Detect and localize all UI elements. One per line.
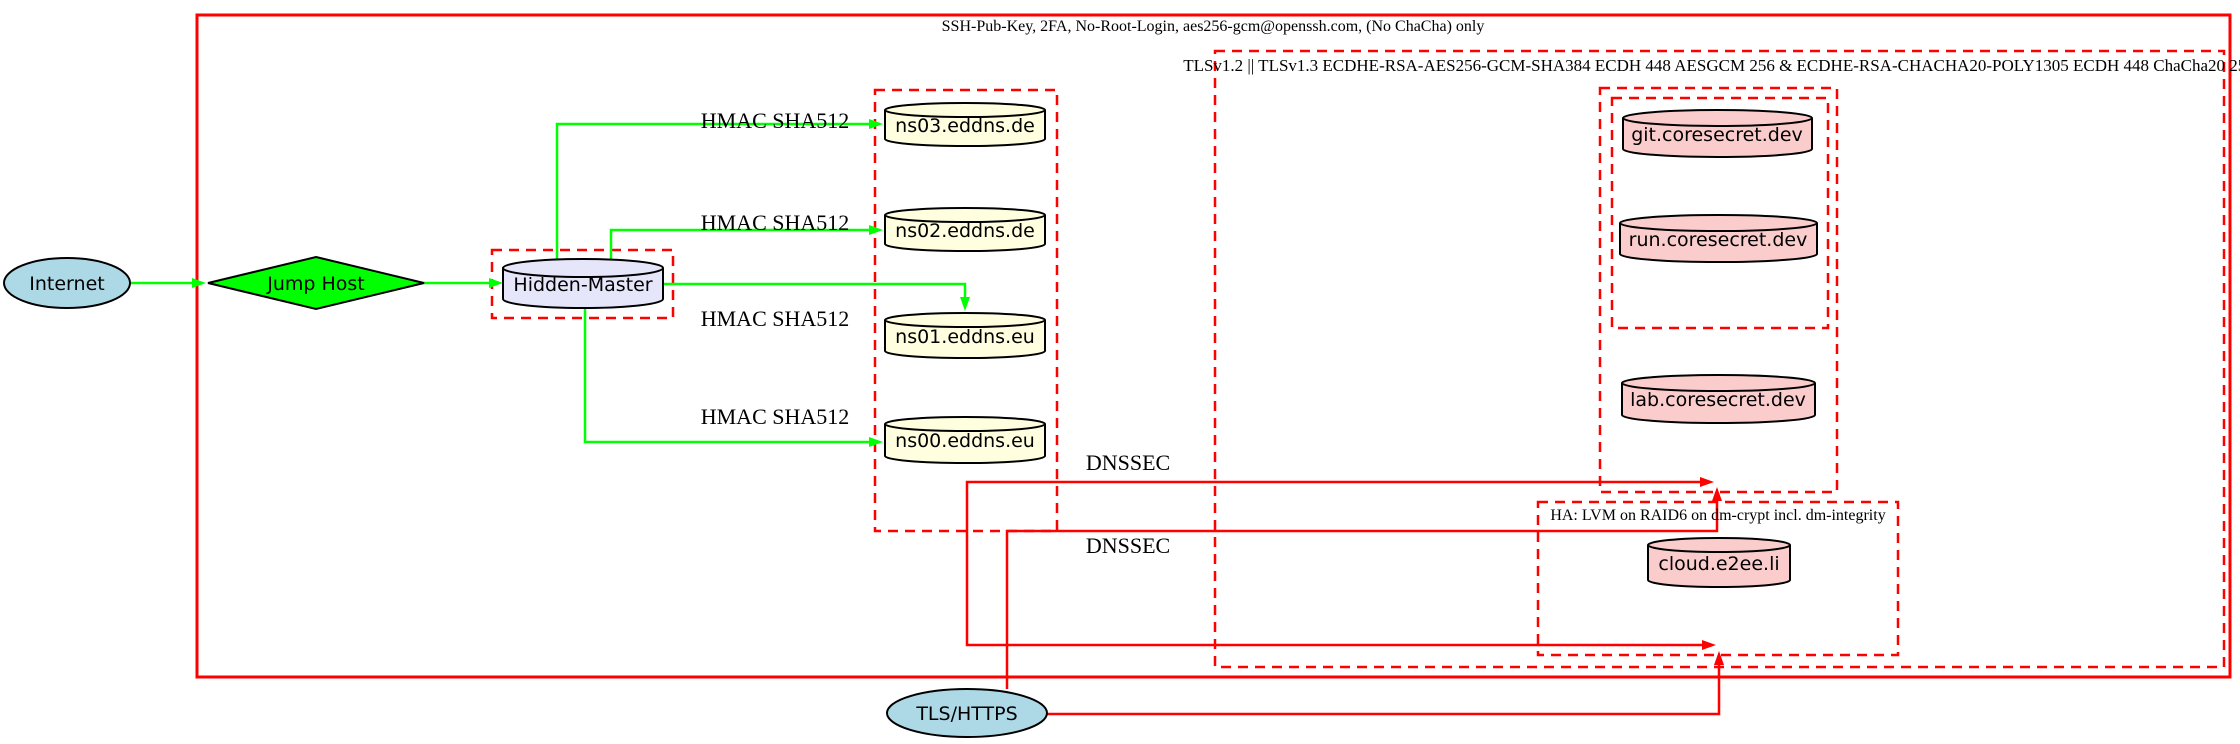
hidden-master-node-shape	[502, 258, 664, 309]
ns02-cylinder-rim	[884, 214, 1046, 223]
jump-host-node-shape	[207, 255, 425, 311]
internet-node-label: Internet	[29, 273, 105, 295]
ns00-cylinder-rim	[884, 423, 1046, 432]
ha-cluster-label: HA: LVM on RAID6 on dm-crypt incl. dm-in…	[1550, 507, 1886, 524]
git-cylinder-rim	[1622, 117, 1813, 127]
ns01-cylinder-rim	[884, 319, 1046, 328]
arrowhead-right-icon	[1702, 640, 1716, 650]
hidden-master-cylinder-rim	[502, 267, 664, 278]
ssh-cluster-box	[195, 13, 2232, 679]
edge-line	[583, 308, 869, 444]
internet-node-shape	[3, 257, 131, 309]
hidden-master-node-label: Hidden-Master	[513, 274, 653, 296]
run-node-label: run.coresecret.dev	[1628, 229, 1808, 251]
edge-line	[1045, 665, 1721, 716]
hmac-edge-label-ns00: HMAC SHA512	[700, 404, 850, 429]
run-cylinder-rim	[1619, 222, 1818, 232]
arrowhead-right-icon	[869, 225, 883, 235]
run-node-shape	[1619, 214, 1818, 263]
edge-line	[965, 480, 1700, 531]
arrowhead-right-icon	[489, 278, 503, 288]
tls-cluster-label: TLSv1.2 || TLSv1.3 ECDHE-RSA-AES256-GCM-…	[1183, 56, 2240, 75]
webserver-cluster-box	[1598, 86, 1839, 494]
edge-tlshttps-to-webservers	[1005, 487, 1722, 689]
gitrun-cluster-box	[1610, 96, 1830, 330]
dnssec-edge-label-cloud: DNSSEC	[1085, 533, 1171, 558]
arrowhead-right-icon	[869, 119, 883, 129]
edge-tlshttps-to-cloud	[1045, 651, 1724, 716]
arrowhead-up-icon	[1714, 651, 1724, 665]
ns01-node-label: ns01.eddns.eu	[895, 326, 1035, 348]
cloud-cylinder-rim	[1647, 544, 1791, 553]
edge-line	[965, 531, 1702, 647]
edge-internet-to-jumphost	[130, 278, 206, 288]
hmac-edge-label-ns02: HMAC SHA512	[700, 210, 850, 235]
jump-host-node-label: Jump Host	[267, 273, 365, 295]
tls-https-node-shape	[886, 688, 1048, 738]
edge-line	[1005, 501, 1719, 689]
edge-hiddenmaster-to-ns03	[555, 119, 883, 259]
ns02-node-label: ns02.eddns.de	[895, 220, 1035, 242]
edge-line	[663, 282, 967, 297]
arrowhead-right-icon	[1700, 477, 1714, 487]
tls-https-node-label: TLS/HTTPS	[916, 703, 1018, 725]
dnssec-edge-label-webservers: DNSSEC	[1085, 450, 1171, 475]
lab-node-shape	[1621, 374, 1816, 424]
git-node-label: git.coresecret.dev	[1631, 124, 1803, 146]
cloud-node-label: cloud.e2ee.li	[1658, 553, 1780, 575]
ns03-node-label: ns03.eddns.de	[895, 115, 1035, 137]
edge-line	[555, 122, 869, 259]
edge-dns-to-webservers-dnssec	[965, 477, 1714, 531]
edge-dns-to-cloud-dnssec	[965, 531, 1716, 650]
ns02-node-shape	[884, 207, 1046, 252]
hmac-edge-label-ns03: HMAC SHA512	[700, 108, 850, 133]
ns00-node-label: ns00.eddns.eu	[895, 430, 1035, 452]
arrowhead-right-icon	[869, 437, 883, 447]
ns03-cylinder-rim	[884, 109, 1046, 118]
edge-hiddenmaster-to-ns02	[609, 225, 883, 259]
arrowhead-up-icon	[1712, 487, 1722, 501]
arrowhead-down-icon	[960, 297, 970, 311]
edge-jumphost-to-hiddenmaster	[424, 278, 503, 288]
edge-hiddenmaster-to-ns01	[663, 282, 970, 311]
ns01-node-shape	[884, 312, 1046, 359]
edge-line	[609, 228, 869, 259]
git-node-shape	[1622, 109, 1813, 158]
dns-cluster-box	[873, 88, 1059, 533]
ns00-node-shape	[884, 416, 1046, 464]
arrowhead-right-icon	[192, 278, 206, 288]
edge-hiddenmaster-to-ns00	[583, 308, 883, 447]
ssh-cluster-label: SSH-Pub-Key, 2FA, No-Root-Login, aes256-…	[941, 18, 1485, 35]
lab-cylinder-rim	[1621, 382, 1816, 392]
hmac-edge-label-ns01: HMAC SHA512	[700, 306, 850, 331]
lab-node-label: lab.coresecret.dev	[1630, 389, 1806, 411]
ns03-node-shape	[884, 102, 1046, 147]
